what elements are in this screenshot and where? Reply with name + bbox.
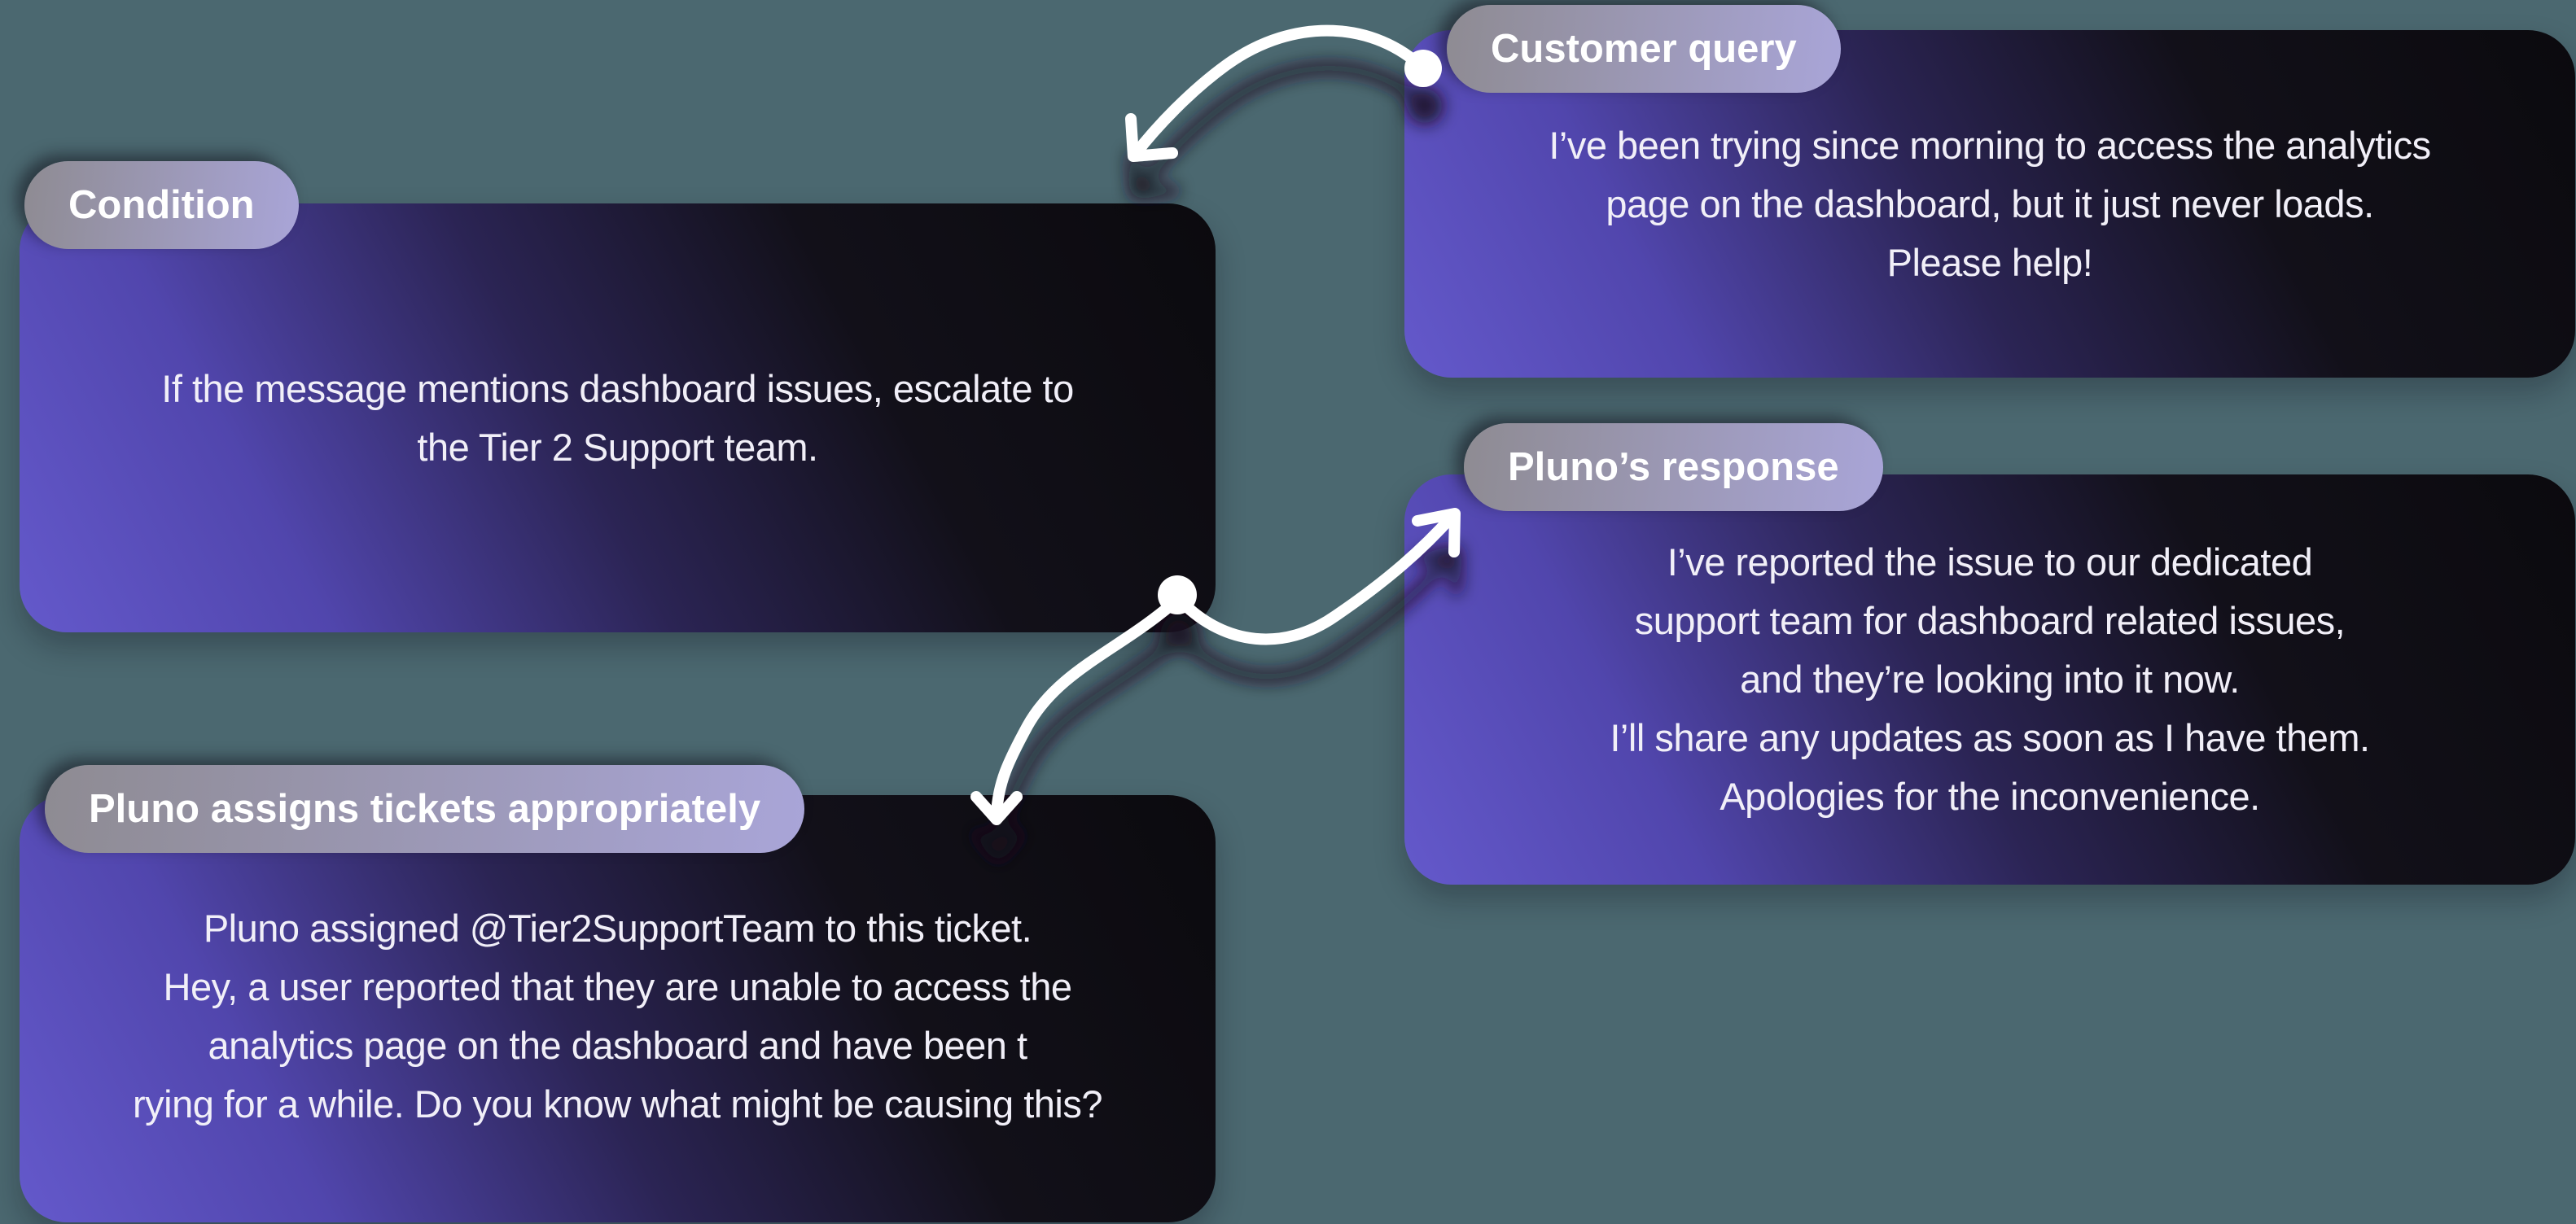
card-pluno-assigns-text: Pluno assigned @Tier2SupportTeam to this… <box>132 906 1103 1126</box>
card-condition: If the message mentions dashboard issues… <box>20 203 1216 632</box>
pill-condition-label: Condition <box>24 161 299 249</box>
card-pluno-assigns: Pluno assigned @Tier2SupportTeam to this… <box>20 795 1216 1222</box>
connector-query-to-condition-arrowhead <box>1125 113 1178 162</box>
card-pluno-response-text: I’ve reported the issue to our dedicated… <box>1610 540 2370 818</box>
card-customer-query-text: I’ve been trying since morning to access… <box>1549 123 2431 284</box>
connector-condition-to-assigns <box>991 598 1178 820</box>
card-pluno-response: I’ve reported the issue to our dedicated… <box>1404 474 2575 885</box>
pill-pluno-assigns-label: Pluno assigns tickets appropriately <box>45 765 805 853</box>
connector-query-to-condition <box>1129 24 1429 160</box>
card-condition-text: If the message mentions dashboard issues… <box>161 366 1074 469</box>
pill-customer-query-label: Customer query <box>1447 5 1841 93</box>
pill-pluno-response-label: Pluno’s response <box>1464 423 1883 511</box>
